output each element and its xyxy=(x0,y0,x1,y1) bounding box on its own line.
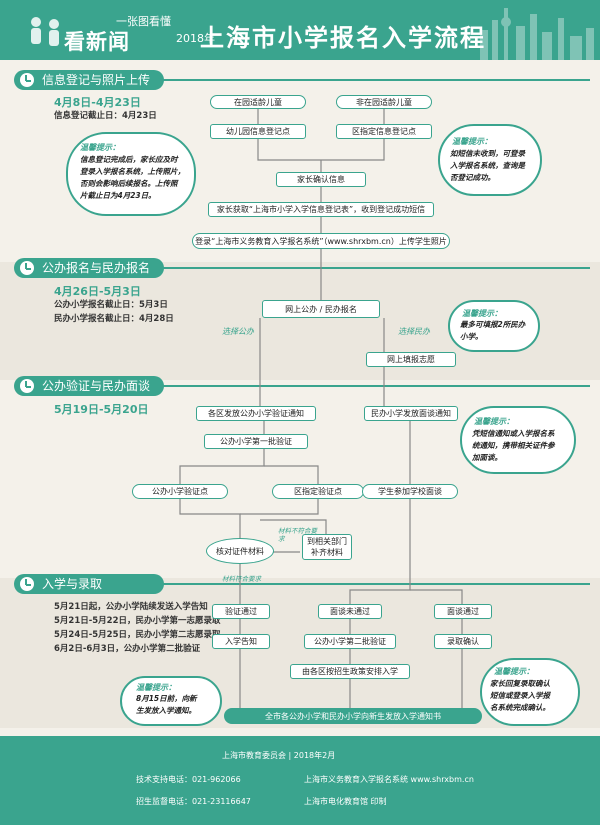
node-enroll-confirm: 录取确认 xyxy=(434,634,492,649)
tagline: 一张图看懂 xyxy=(116,15,171,28)
tip-photo-upload: 温馨提示： 信息登记完成后，家长应及时 登录入学报名系统，上传照片， 否则会影响… xyxy=(66,132,196,216)
header-banner xyxy=(0,0,600,60)
section-4-rule xyxy=(150,583,590,585)
section-4-line-3: 5月24日-5月25日，民办小学第二志愿录取 xyxy=(54,630,221,640)
tip-4-title: 温馨提示： xyxy=(474,417,514,426)
tip-sms-check: 温馨提示： 如短信未收到，可登录 入学报名系统，查询是 否登记成功。 xyxy=(438,124,542,196)
tip-interview-docs: 温馨提示： 凭短信通知或入学报名系 统通知，携带相关证件参 加面谈。 xyxy=(460,406,576,474)
node-district-register: 区指定信息登记点 xyxy=(336,124,432,139)
node-upload-photo: 登录“上海市义务教育入学报名系统”（www.shrxbm.cn）上传学生照片 xyxy=(192,233,450,249)
section-4-line-2: 5月21日-5月22日，民办小学第一志愿录取 xyxy=(54,616,221,626)
node-final-notice: 全市各公办小学和民办小学向新生发放入学通知书 xyxy=(224,708,482,724)
page-title: 上海市小学报名入学流程 xyxy=(200,24,486,52)
tip-6-text: 家长回复录取确认 短信或登录入学报 名系统完成确认。 xyxy=(490,679,550,712)
section-1-deadline: 信息登记截止日：4月23日 xyxy=(54,111,157,121)
node-public-first-verify: 公办小学第一批验证 xyxy=(204,434,308,449)
node-district-arrange: 由各区按招生政策安排入学 xyxy=(290,664,410,679)
section-1-header: 信息登记与照片上传 xyxy=(14,70,164,90)
tip-6-title: 温馨提示： xyxy=(494,667,534,676)
section-3-header: 公办验证与民办面谈 xyxy=(14,376,164,396)
node-admission-notice: 入学告知 xyxy=(212,634,270,649)
section-4-line-1: 5月21日起，公办小学陆续发送入学告知 xyxy=(54,602,208,612)
section-2-header: 公办报名与民办报名 xyxy=(14,258,164,278)
footer-printer: 上海市电化教育馆 印制 xyxy=(304,797,387,806)
tip-private-limit: 温馨提示： 最多可填报2所民办 小学。 xyxy=(448,300,540,352)
tip-3-text: 最多可填报2所民办 小学。 xyxy=(460,320,526,341)
node-kindergarten-register: 幼儿园信息登记点 xyxy=(210,124,306,139)
section-1-title: 信息登记与照片上传 xyxy=(42,73,151,87)
tip-2-text: 如短信未收到，可登录 入学报名系统，查询是 否登记成功。 xyxy=(450,149,525,182)
tagline-year: 2018年 xyxy=(176,32,215,45)
node-go-dept: 到相关部门 补齐材料 xyxy=(302,534,352,560)
tip-2-title: 温馨提示： xyxy=(452,137,492,146)
section-3-title: 公办验证与民办面谈 xyxy=(42,379,151,393)
tip-5-title: 温馨提示： xyxy=(136,683,176,692)
section-1-date: 4月8日-4月23日 xyxy=(54,96,141,109)
footer-org: 上海市教育委员会 | 2018年2月 xyxy=(222,751,336,760)
tip-5-text: 8月15日前，向新 生发放入学通知。 xyxy=(136,694,197,715)
label-choose-public: 选择公办 xyxy=(222,327,254,336)
section-2-rule xyxy=(150,267,590,269)
section-2-title: 公办报名与民办报名 xyxy=(42,261,151,275)
tip-enroll-confirm: 温馨提示： 家长回复录取确认 短信或登录入学报 名系统完成确认。 xyxy=(480,658,580,726)
node-public-second-verify: 公办小学第二批验证 xyxy=(304,634,396,649)
node-get-sms: 家长获取“上海市小学入学信息登记表”，收到登记成功短信 xyxy=(208,202,434,217)
node-student-interview: 学生参加学校面谈 xyxy=(362,484,458,499)
section-2-deadline-private: 民办小学报名截止日：4月28日 xyxy=(54,314,174,324)
node-parent-confirm: 家长确认信息 xyxy=(276,172,366,187)
node-public-verify-point: 公办小学验证点 xyxy=(132,484,228,499)
tip-1-text: 信息登记完成后，家长应及时 登录入学报名系统，上传照片， 否则会影响后续报名。上… xyxy=(80,155,185,200)
note-docs-incomplete: 材料不符合要求 xyxy=(278,527,317,543)
footer-supervise-phone: 招生监督电话：021-23116647 xyxy=(136,797,251,806)
tip-1-title: 温馨提示： xyxy=(80,143,120,152)
label-choose-private: 选择民办 xyxy=(398,327,430,336)
node-in-kindergarten: 在园适龄儿童 xyxy=(210,95,306,109)
node-interview-fail: 面谈未通过 xyxy=(318,604,382,619)
footer xyxy=(0,736,600,825)
section-4-title: 入学与录取 xyxy=(42,577,103,591)
node-check-docs: 核对证件材料 xyxy=(206,538,274,564)
children-logo-icon xyxy=(31,17,59,46)
footer-system: 上海市义务教育入学报名系统 www.shrxbm.cn xyxy=(304,775,474,784)
tip-admission-notice: 温馨提示： 8月15日前，向新 生发放入学通知。 xyxy=(120,676,222,726)
node-private-interview-notice: 民办小学发放面谈通知 xyxy=(364,406,458,421)
section-4-header: 入学与录取 xyxy=(14,574,164,594)
node-not-in-kindergarten: 非在园适龄儿童 xyxy=(336,95,432,109)
node-online-register: 网上公办 / 民办报名 xyxy=(262,300,380,318)
section-1-rule xyxy=(150,79,590,81)
section-3-date: 5月19日-5月20日 xyxy=(54,403,149,416)
section-3-rule xyxy=(150,385,590,387)
brand-name: 看新闻 xyxy=(64,30,130,54)
section-4-line-4: 6月2日-6月3日，公办小学第二批验证 xyxy=(54,644,201,654)
section-2-deadline-public: 公办小学报名截止日：5月3日 xyxy=(54,300,168,310)
node-fill-wish: 网上填报志愿 xyxy=(366,352,456,367)
node-interview-pass: 面谈通过 xyxy=(434,604,492,619)
section-2-date: 4月26日-5月3日 xyxy=(54,285,141,298)
node-verify-pass: 验证通过 xyxy=(212,604,270,619)
note-docs-ok: 材料符合要求 xyxy=(222,575,261,583)
node-district-verify-point: 区指定验证点 xyxy=(272,484,364,499)
node-public-notice: 各区发放公办小学验证通知 xyxy=(196,406,316,421)
footer-tech-phone: 技术支持电话：021-962066 xyxy=(136,775,241,784)
tip-3-title: 温馨提示： xyxy=(462,309,502,318)
skyline-icon xyxy=(480,8,594,60)
tip-4-text: 凭短信通知或入学报名系 统通知，携带相关证件参 加面谈。 xyxy=(472,429,555,462)
